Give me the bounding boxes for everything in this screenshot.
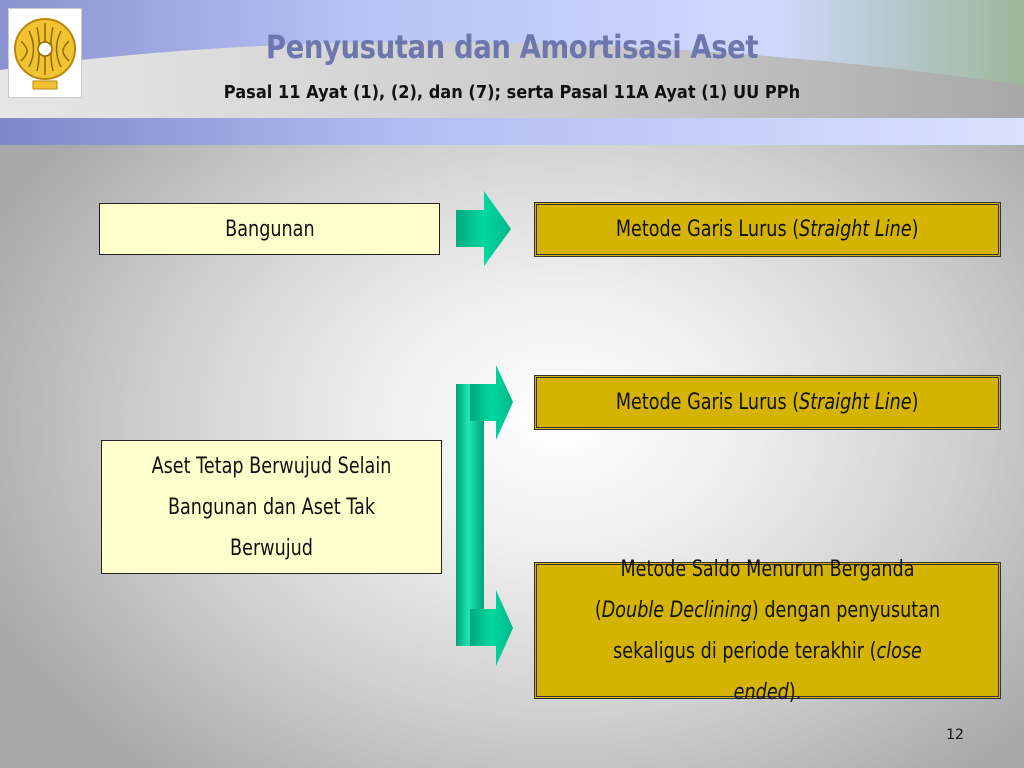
node-garis-lurus-2: Metode Garis Lurus (Straight Line): [534, 375, 1001, 430]
node-garis-lurus-1-label: Metode Garis Lurus (Straight Line): [616, 209, 919, 250]
node-garis-lurus-1: Metode Garis Lurus (Straight Line): [534, 202, 1001, 257]
slide-title: Penyusutan dan Amortisasi Aset: [265, 28, 759, 66]
node-aset-tetap-line3: Berwujud: [230, 535, 313, 561]
garis-lurus-1-italic: Straight Line: [799, 217, 912, 242]
node-bangunan-label: Bangunan: [224, 216, 315, 242]
node-aset-tetap-line2: Bangunan dan Aset Tak: [167, 494, 376, 520]
page-number: 12: [946, 727, 964, 743]
saldo-menurun-italic1: Double Declining: [601, 597, 752, 623]
node-garis-lurus-2-label: Metode Garis Lurus (Straight Line): [616, 382, 919, 423]
saldo-menurun-italic2: close ended: [733, 638, 922, 705]
garis-lurus-1-prefix: Metode Garis Lurus (: [616, 217, 800, 242]
slide-subtitle: Pasal 11 Ayat (1), (2), dan (7); serta P…: [223, 82, 801, 103]
saldo-menurun-part1: Metode Saldo Menurun Berganda (: [594, 556, 915, 623]
garis-lurus-1-suffix: ): [911, 217, 919, 242]
node-saldo-menurun-label: Metode Saldo Menurun Berganda (Double De…: [583, 549, 952, 713]
garis-lurus-2-suffix: ): [911, 390, 919, 415]
node-aset-tetap-line1: Aset Tetap Berwujud Selain: [151, 453, 392, 479]
arrow-to-saldo-menurun: [470, 590, 513, 666]
arrow-bangunan-to-garis-lurus: [456, 191, 511, 266]
node-saldo-menurun: Metode Saldo Menurun Berganda (Double De…: [534, 557, 1001, 705]
node-bangunan: Bangunan: [99, 203, 440, 255]
header-band: [0, 0, 1024, 145]
saldo-menurun-part3: ).: [788, 679, 802, 705]
garis-lurus-2-italic: Straight Line: [799, 390, 912, 415]
bracket-stem: [456, 384, 484, 646]
saldo-menurun-part2: ) dengan penyusutan sekaligus di periode…: [613, 597, 941, 664]
garis-lurus-2-prefix: Metode Garis Lurus (: [616, 390, 800, 415]
university-crest-icon: [8, 8, 82, 98]
arrow-to-garis-lurus-2: [470, 365, 513, 440]
header-band-graphic: [0, 0, 1024, 145]
